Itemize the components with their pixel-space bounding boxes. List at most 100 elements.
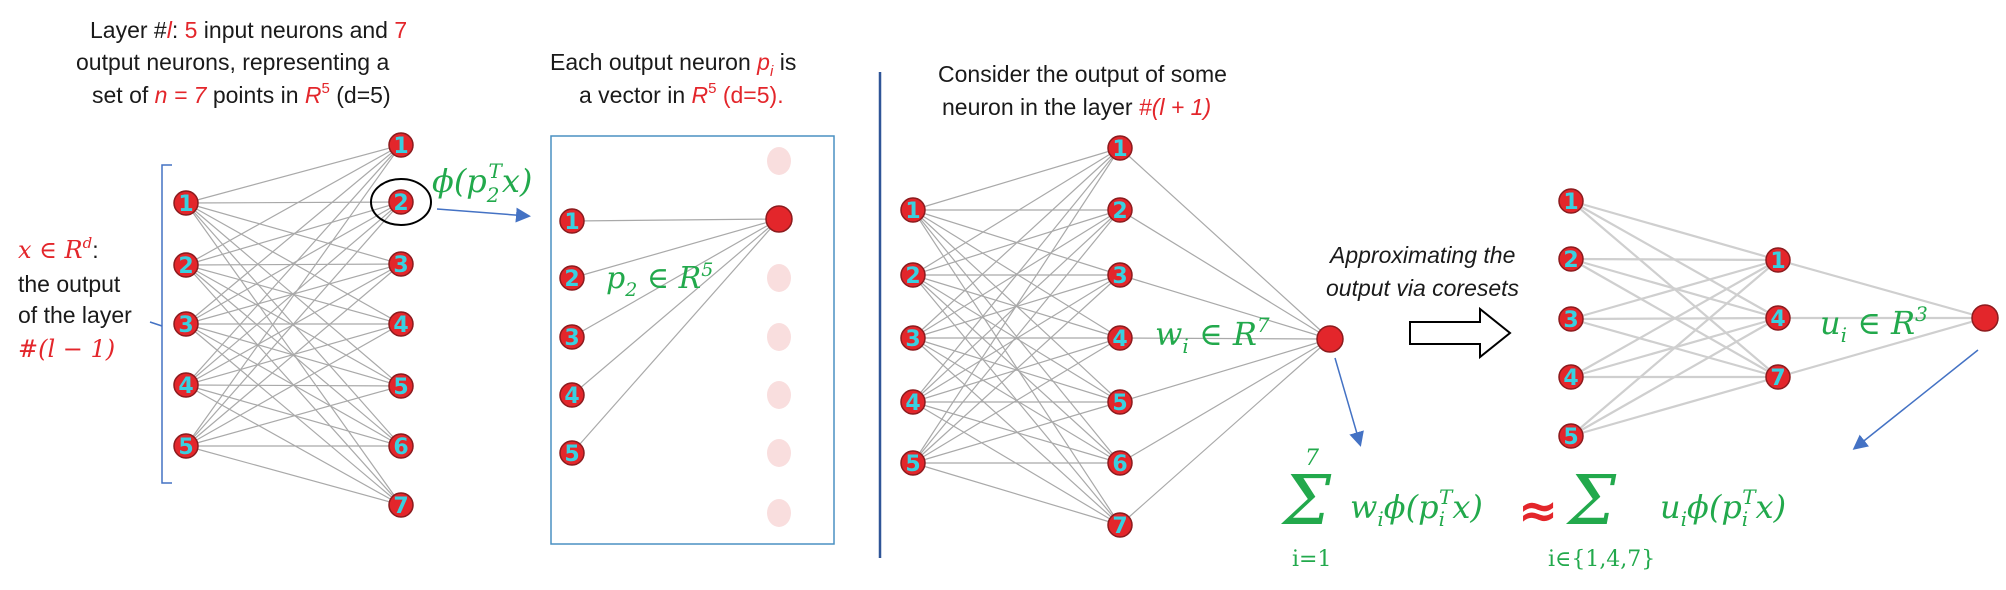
panel3-output-node-1: 1 bbox=[1107, 135, 1133, 162]
panel4-input-node-4-label: 4 bbox=[1563, 366, 1578, 391]
panel1-output-node-7-label: 7 bbox=[393, 494, 408, 519]
connection-edge bbox=[1119, 338, 1331, 526]
panel2-input-node-5-label: 5 bbox=[564, 442, 579, 467]
connection-edge bbox=[912, 209, 1121, 339]
vector-box bbox=[550, 135, 835, 545]
panel4-input-node-4: 4 bbox=[1558, 364, 1584, 391]
sum2-sigma: Σ bbox=[1565, 462, 1617, 541]
panel2-edges bbox=[571, 218, 780, 454]
panel3-output-node-2: 2 bbox=[1107, 197, 1133, 224]
connection-edge bbox=[912, 462, 1121, 526]
wi-in-r7-label: wi ∈ R7 bbox=[1155, 313, 1270, 358]
phi-arrow bbox=[436, 207, 531, 223]
approximation-formula: 7 Σ i=1 wiϕ(piTx) ≈ Σ i∈{1,4,7} uiϕ(piTx… bbox=[1280, 446, 1786, 572]
connection-edge bbox=[1570, 199, 1779, 262]
panel3-output-node-7: 7 bbox=[1107, 512, 1133, 539]
input-bracket bbox=[161, 164, 172, 484]
ghost-output-node bbox=[767, 147, 791, 175]
panel3-input-node-1-label: 1 bbox=[905, 199, 920, 224]
panel2-input-node-1-label: 1 bbox=[564, 210, 579, 235]
connection-edge bbox=[912, 337, 1121, 403]
panel3-edges bbox=[912, 147, 1331, 526]
approx-caption-line1: Approximating the bbox=[1328, 242, 1515, 268]
panel2-input-node-4-label: 4 bbox=[564, 384, 579, 409]
connection-edge bbox=[1570, 259, 1779, 437]
connection-edge bbox=[571, 218, 780, 279]
panel4-output-node-1: 1 bbox=[1765, 247, 1791, 274]
ghost-output-node bbox=[767, 439, 791, 467]
connection-edge bbox=[912, 209, 1121, 526]
sum1-upper-limit: 7 bbox=[1305, 446, 1319, 471]
panel4-input-node-1: 1 bbox=[1558, 188, 1584, 215]
panel1-output-node-4-label: 4 bbox=[393, 313, 408, 338]
coreset-approximation: Approximating the output via coresets bbox=[1326, 242, 1520, 360]
panel4-input-node-5: 5 bbox=[1558, 423, 1584, 450]
x-desc-line2: of the layer bbox=[18, 302, 132, 328]
connection-edge bbox=[1119, 274, 1331, 340]
connection-edge bbox=[185, 385, 402, 447]
connection-edge bbox=[571, 218, 780, 222]
connection-edge bbox=[185, 144, 402, 325]
connection-edge bbox=[185, 144, 402, 204]
panel2-title-line2: a vector in R5 (d=5). bbox=[579, 80, 784, 108]
panel3-output-node-7-label: 7 bbox=[1112, 514, 1127, 539]
formula-term1: wiϕ(piTx) bbox=[1350, 485, 1483, 531]
panel1-output-node-3-label: 3 bbox=[393, 253, 408, 278]
panel-2-vector: Each output neuron pi is a vector in R5 … bbox=[550, 49, 835, 545]
panel1-input-node-4-label: 4 bbox=[178, 374, 193, 399]
connection-edge bbox=[912, 337, 1121, 526]
panel1-output-node-1: 1 bbox=[388, 132, 414, 159]
connection-edge bbox=[1119, 338, 1331, 403]
panel-1-layer: Layer #l: 5 input neurons and 7 output n… bbox=[18, 17, 532, 519]
panel2-input-node-2: 2 bbox=[559, 265, 585, 292]
panel3-input-node-3: 3 bbox=[900, 325, 926, 352]
panel1-title-line2: output neurons, representing a bbox=[76, 49, 389, 75]
panel4-input-node-2: 2 bbox=[1558, 246, 1584, 273]
connection-edge bbox=[571, 218, 780, 338]
panel2-output-node-p2 bbox=[765, 205, 793, 233]
panel4-output-node-7-label: 7 bbox=[1770, 366, 1785, 391]
formula-term2: uiϕ(piTx) bbox=[1660, 485, 1786, 531]
connection-edge bbox=[185, 144, 402, 266]
prev-layer-label: #(l − 1) bbox=[18, 335, 115, 363]
panel3-input-node-1: 1 bbox=[900, 197, 926, 224]
panel3-input-node-3-label: 3 bbox=[905, 327, 920, 352]
panel1-output-node-3: 3 bbox=[388, 251, 414, 278]
panel3-input-node-5-label: 5 bbox=[905, 452, 920, 477]
connection-edge bbox=[1777, 258, 1986, 320]
panel3-title-line1: Consider the output of some bbox=[938, 61, 1227, 87]
panel4-input-node-1-label: 1 bbox=[1563, 190, 1578, 215]
panel3-output-node-4: 4 bbox=[1107, 325, 1133, 352]
panel4-input-node-5-label: 5 bbox=[1563, 425, 1578, 450]
panel4-output-node-7: 7 bbox=[1765, 364, 1791, 391]
panel4-input-node-3: 3 bbox=[1558, 306, 1584, 333]
panel3-title-line2: neuron in the layer #(l + 1) bbox=[942, 94, 1211, 120]
connection-edge bbox=[185, 384, 402, 506]
connection-edge bbox=[912, 147, 1121, 276]
bracket-tick bbox=[149, 321, 163, 327]
panel3-output-node-5-label: 5 bbox=[1112, 391, 1127, 416]
highlight-ellipse bbox=[370, 178, 432, 226]
panel4-input-node-2-label: 2 bbox=[1563, 248, 1578, 273]
output-arrow-left bbox=[1334, 357, 1364, 447]
panel1-title-line1: Layer #l: 5 input neurons and 7 bbox=[90, 17, 407, 43]
connection-edge bbox=[185, 445, 402, 506]
connection-edge bbox=[185, 201, 402, 266]
panel3-output-node-3-label: 3 bbox=[1112, 264, 1127, 289]
connection-edge bbox=[185, 201, 402, 386]
panel4-input-node-3-label: 3 bbox=[1563, 308, 1578, 333]
connection-edge bbox=[185, 323, 402, 447]
connection-edge bbox=[912, 274, 1121, 464]
connection-edge bbox=[912, 147, 1121, 211]
hollow-arrow-icon bbox=[1409, 306, 1512, 360]
approx-symbol: ≈ bbox=[1518, 483, 1558, 539]
ghost-output-node bbox=[767, 264, 791, 292]
panel3-output-node-1-label: 1 bbox=[1112, 137, 1127, 162]
x-in-rd-label: x ∈ Rd: bbox=[18, 234, 99, 264]
panel3-input-node-4: 4 bbox=[900, 389, 926, 416]
panel3-output-node-3: 3 bbox=[1107, 262, 1133, 289]
connection-edge bbox=[185, 201, 402, 447]
